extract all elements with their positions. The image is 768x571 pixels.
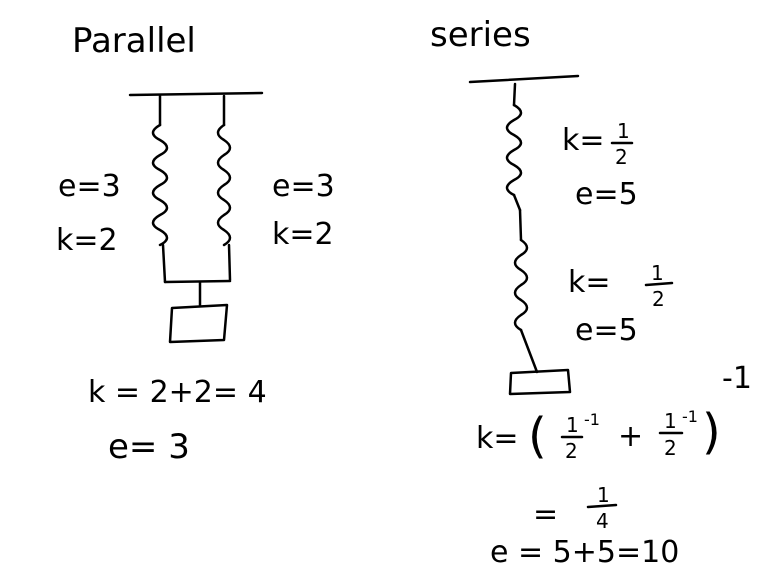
formula-close-paren: ) — [702, 404, 721, 460]
formula-open-paren: ( — [528, 408, 547, 464]
series-title: series — [430, 15, 531, 55]
parallel-title: Parallel — [72, 21, 196, 61]
series-top-k-den: 2 — [615, 145, 628, 169]
series-bottom-spring — [513, 208, 539, 374]
series-result-k-num: 1 — [597, 483, 610, 507]
parallel-right-spring — [216, 94, 232, 282]
formula-term2-exp: -1 — [682, 407, 698, 426]
parallel-mass — [168, 303, 229, 344]
parallel-left-spring — [151, 94, 169, 284]
series-bottom-k-den: 2 — [652, 287, 665, 311]
parallel-right-k: k=2 — [272, 217, 334, 252]
parallel-ceiling — [128, 91, 264, 97]
formula-outer-exp: -1 — [722, 361, 752, 396]
parallel-left-e: e=3 — [58, 169, 121, 204]
formula-k-prefix: k= — [476, 421, 519, 456]
series-top-spring — [505, 82, 523, 212]
parallel-result-k: k = 2+2= 4 — [88, 375, 267, 410]
series-top-k-label: k= — [562, 123, 605, 158]
parallel-right-e: e=3 — [272, 169, 335, 204]
formula-term1-exp: -1 — [584, 410, 600, 429]
series-k-formula: k= ( 1 2 -1 + 1 2 -1 ) -1 — [476, 361, 752, 464]
formula-term1-den: 2 — [565, 439, 578, 463]
series-result-k-den: 4 — [596, 509, 609, 533]
formula-term2-den: 2 — [664, 436, 677, 460]
parallel-left-k: k=2 — [56, 223, 118, 258]
series-bottom-k-label: k= — [568, 265, 611, 300]
series-mass — [508, 368, 572, 396]
series-result-e: e = 5+5=10 — [490, 535, 679, 570]
parallel-result-e: e= 3 — [108, 427, 190, 467]
formula-term2-num: 1 — [664, 409, 677, 433]
series-result-k-eq: = — [533, 497, 558, 532]
series-top-k-num: 1 — [617, 119, 630, 143]
formula-term1-num: 1 — [566, 413, 579, 437]
formula-plus: + — [618, 419, 643, 454]
series-result-k-fracbar — [586, 503, 618, 509]
series-bottom-k-fracbar — [644, 281, 674, 287]
parallel-crossbar — [163, 279, 232, 284]
series-bottom-k-num: 1 — [651, 261, 664, 285]
series-bottom-e-label: e=5 — [575, 313, 638, 348]
series-ceiling — [468, 74, 580, 84]
series-top-e-label: e=5 — [575, 177, 638, 212]
